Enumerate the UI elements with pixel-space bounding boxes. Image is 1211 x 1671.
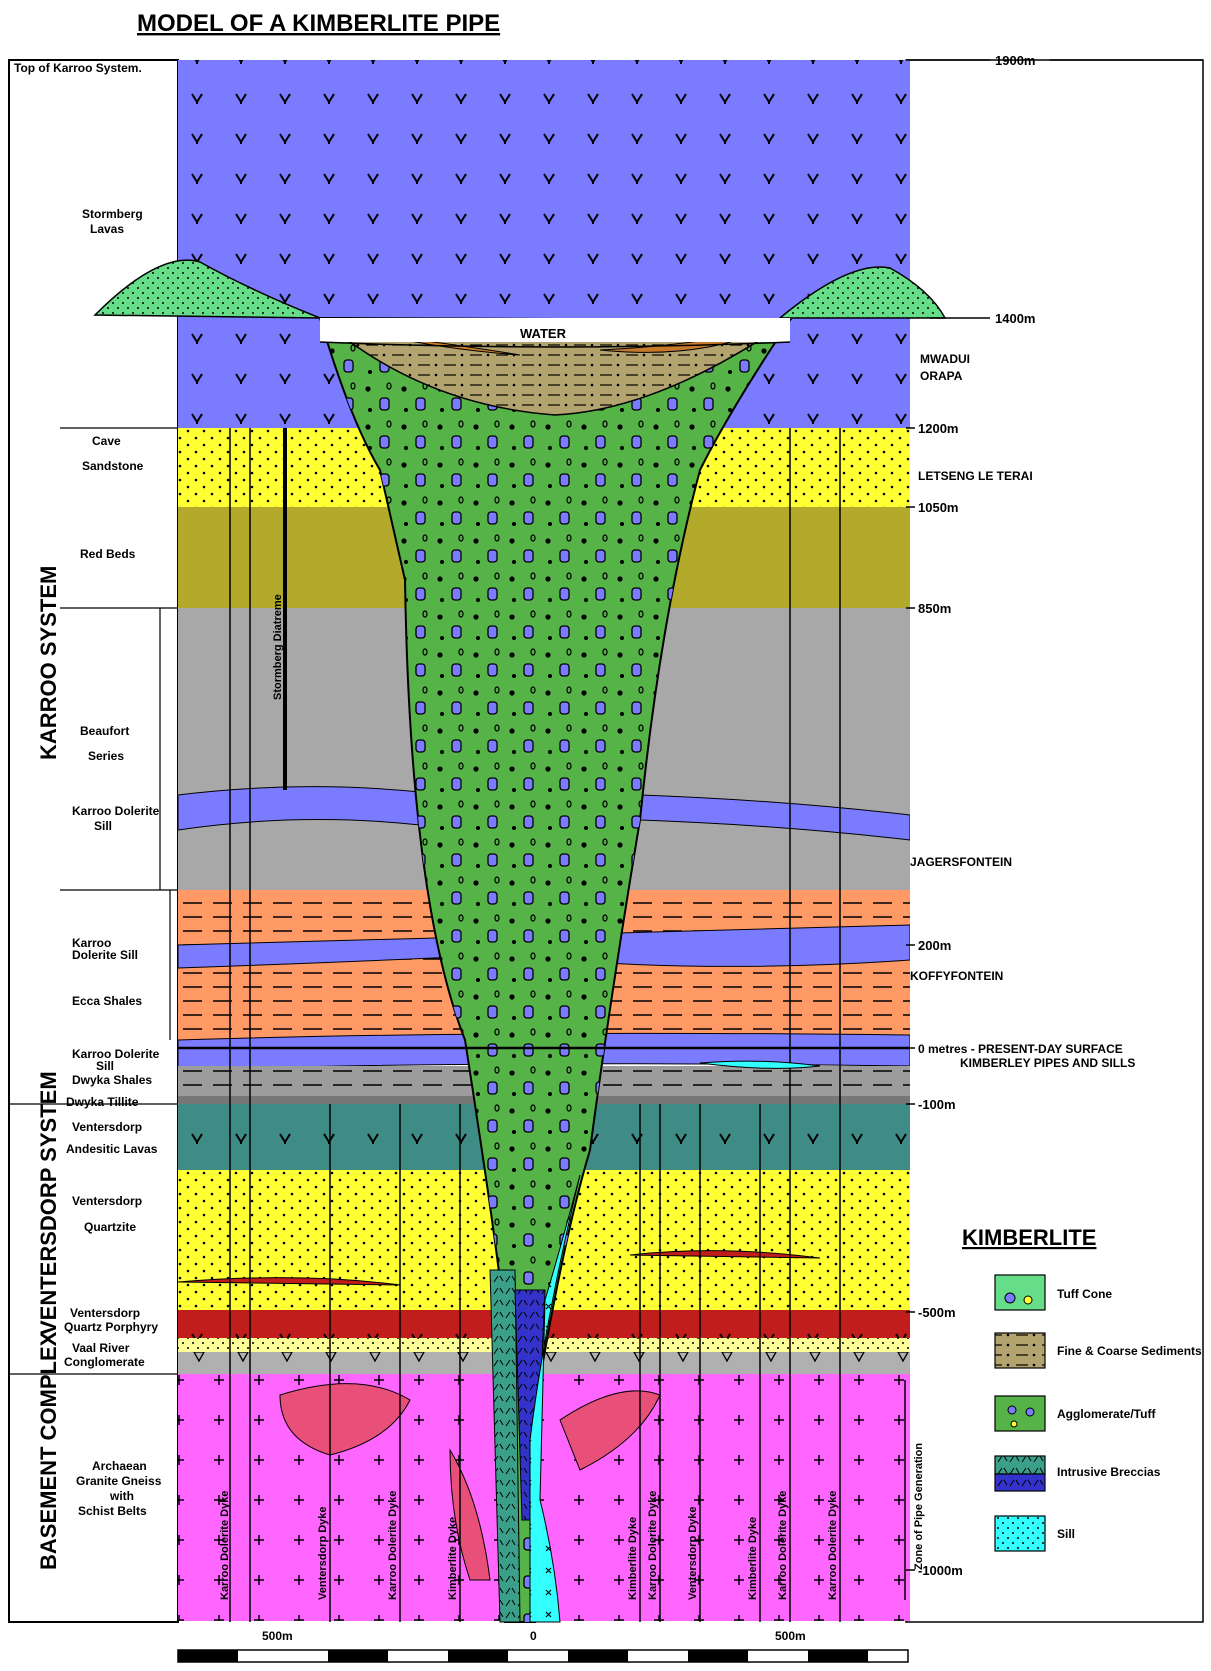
basement-complex-label: BASEMENT COMPLEX xyxy=(36,1331,61,1570)
red-beds-label: Red Beds xyxy=(80,547,136,561)
ventersdorp-porphyry-label-2: Quartz Porphyry xyxy=(64,1320,158,1334)
dwyka-tillite-label: Dwyka Tillite xyxy=(66,1095,139,1109)
dyke-label: Karroo Dolerite Dyke xyxy=(387,1491,399,1600)
beaufort-label-1: Beaufort xyxy=(80,724,129,738)
dyke-label: Ventersdorp Dyke xyxy=(317,1506,329,1600)
granite-gneiss-label-1: Archaean xyxy=(92,1459,147,1473)
karroo-dolerite-sill-3-label-1: Karroo Dolerite xyxy=(72,1047,160,1061)
karroo-dolerite-sill-2-label-2: Dolerite Sill xyxy=(72,948,138,962)
depth-minus-500: -500m xyxy=(918,1305,956,1320)
granite-gneiss-label-3: with xyxy=(109,1489,134,1503)
legend-label-agglomerate: Agglomerate/Tuff xyxy=(1057,1407,1156,1421)
dyke-label: Kimberlite Dyke xyxy=(447,1517,459,1600)
depth-1900: 1900m xyxy=(995,53,1035,68)
water-label: WATER xyxy=(520,326,567,341)
legend-title: KIMBERLITE xyxy=(962,1225,1096,1250)
ventersdorp-quartzite-label-1: Ventersdorp xyxy=(72,1194,142,1208)
depth-0: 0 metres - PRESENT-DAY SURFACE xyxy=(918,1042,1123,1056)
ventersdorp-lavas-label-2: Andesitic Lavas xyxy=(66,1142,158,1156)
dyke-label: Ventersdorp Dyke xyxy=(687,1506,699,1600)
cave-sandstone-label-1: Cave xyxy=(92,434,121,448)
right-frame xyxy=(906,60,1203,1622)
depth-1050: 1050m xyxy=(918,500,958,515)
legend-label-tuff-cone: Tuff Cone xyxy=(1057,1287,1112,1301)
karroo-system-label: KARROO SYSTEM xyxy=(36,566,61,760)
dyke-label: Kimberlite Dyke xyxy=(747,1517,759,1600)
depth-850: 850m xyxy=(918,601,951,616)
zone-label: Zone of Pipe Generation xyxy=(913,1443,925,1570)
ventersdorp-lavas-label-1: Ventersdorp xyxy=(72,1120,142,1134)
dyke-label: Kimberlite Dyke xyxy=(627,1517,639,1600)
locality-mwadui: MWADUI xyxy=(920,352,970,366)
scale-center-label: 0 xyxy=(530,1629,537,1643)
stormberg-lavas-label-1: Stormberg xyxy=(82,207,143,221)
depth-0-sub: KIMBERLEY PIPES AND SILLS xyxy=(960,1056,1135,1070)
depth-1400: 1400m xyxy=(995,311,1035,326)
legend-label-sill: Sill xyxy=(1057,1527,1075,1541)
diagram-title: MODEL OF A KIMBERLITE PIPE xyxy=(137,10,500,37)
locality-jagersfontein: JAGERSFONTEIN xyxy=(910,855,1012,869)
karroo-dolerite-sill-1-label-1: Karroo Dolerite xyxy=(72,804,160,818)
ventersdorp-quartzite-label-2: Quartzite xyxy=(84,1220,136,1234)
depth-minus-100: -100m xyxy=(918,1097,956,1112)
dyke-label: Karroo Dolerite Dyke xyxy=(777,1491,789,1600)
ventersdorp-system-label: VENTERSDORP SYSTEM xyxy=(36,1071,61,1335)
depth-1200: 1200m xyxy=(918,421,958,436)
dyke-label: Karroo Dolerite Dyke xyxy=(827,1491,839,1600)
beaufort-label-2: Series xyxy=(88,749,124,763)
legend-swatch-tuff-cone xyxy=(995,1275,1045,1310)
karroo-dolerite-sill-1-label-2: Sill xyxy=(94,819,112,833)
scale-bar: 500m 0 500m xyxy=(178,1629,908,1662)
cave-sandstone-label-2: Sandstone xyxy=(82,459,144,473)
scale-right-label: 500m xyxy=(775,1629,806,1643)
legend-label-breccias: Intrusive Breccias xyxy=(1057,1465,1161,1479)
dyke-label: Karroo Dolerite Dyke xyxy=(219,1491,231,1600)
top-karroo-label: Top of Karroo System. xyxy=(14,61,142,75)
granite-gneiss-label-2: Granite Gneiss xyxy=(76,1474,162,1488)
karroo-dolerite-sill-3-label-2: Sill xyxy=(96,1059,114,1073)
locality-letseng: LETSENG LE TERAI xyxy=(918,469,1033,483)
scale-left-label: 500m xyxy=(262,1629,293,1643)
legend-swatch-agglomerate xyxy=(995,1396,1045,1431)
depth-200: 200m xyxy=(918,938,951,953)
locality-orapa: ORAPA xyxy=(920,369,963,383)
dyke-label: Karroo Dolerite Dyke xyxy=(647,1491,659,1600)
stormberg-diatreme-label: Stormberg Diatreme xyxy=(272,594,284,700)
ventersdorp-porphyry-label-1: Ventersdorp xyxy=(70,1306,140,1320)
dwyka-shales-label: Dwyka Shales xyxy=(72,1073,152,1087)
stormberg-lavas-label-2: Lavas xyxy=(90,222,124,236)
legend-label-sediments: Fine & Coarse Sediments xyxy=(1057,1344,1202,1358)
ecca-shales-label: Ecca Shales xyxy=(72,994,142,1008)
vaal-river-label-1: Vaal River xyxy=(72,1341,130,1355)
granite-gneiss-label-4: Schist Belts xyxy=(78,1504,147,1518)
locality-koffyfontein: KOFFYFONTEIN xyxy=(910,969,1003,983)
vaal-river-label-2: Conglomerate xyxy=(64,1355,145,1369)
